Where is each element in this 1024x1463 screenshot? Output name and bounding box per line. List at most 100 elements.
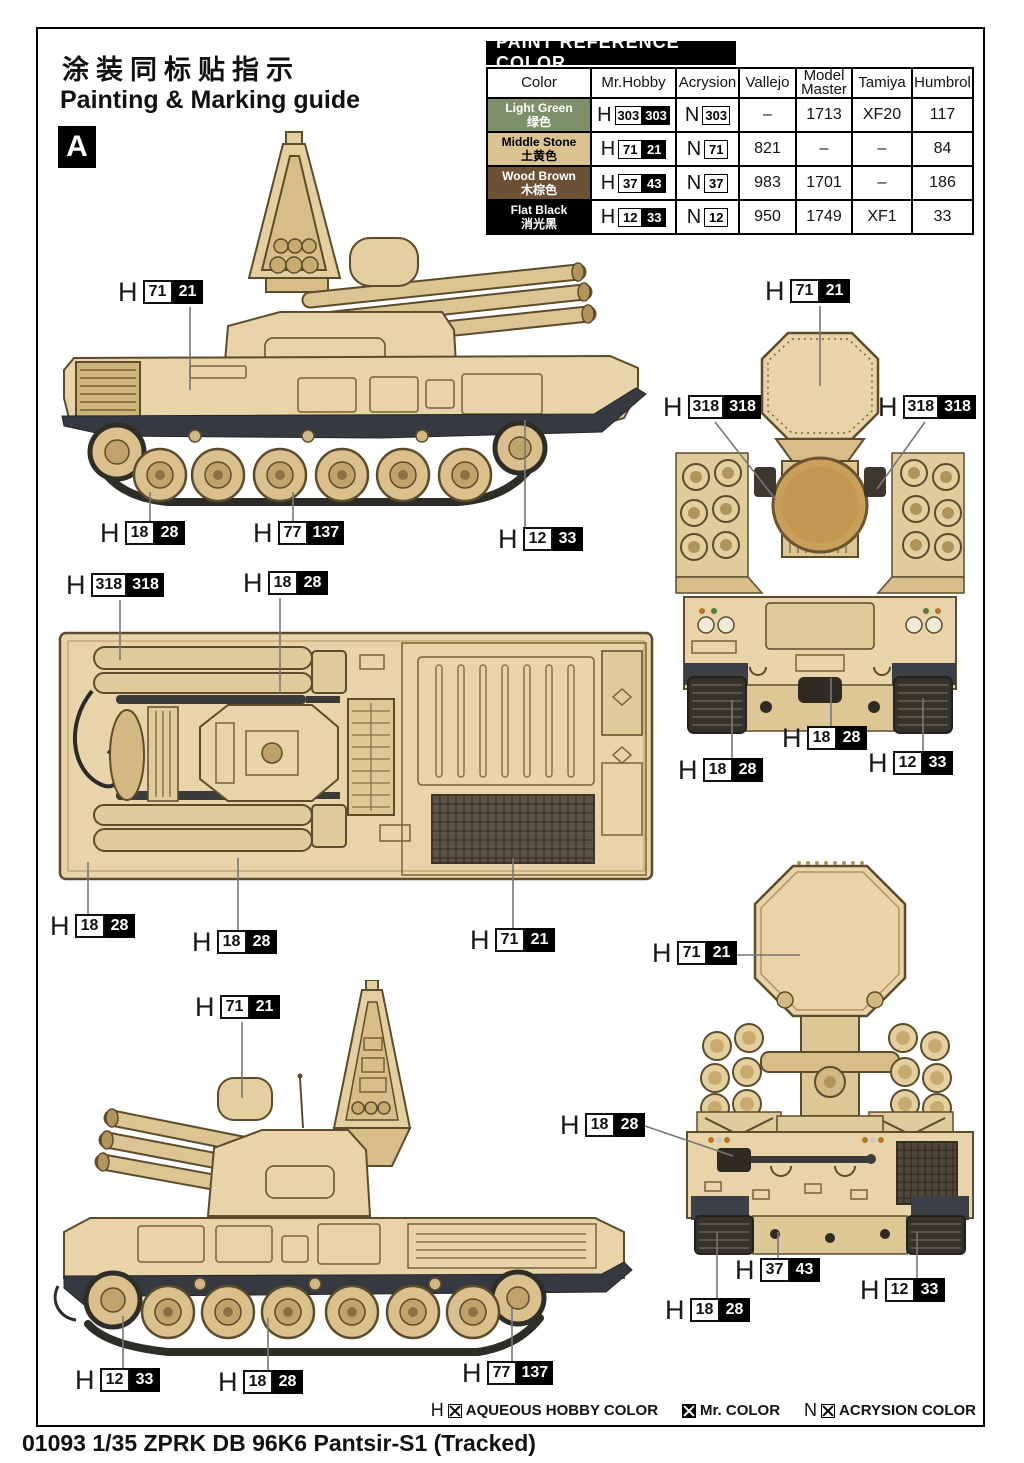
vallejo-code: – xyxy=(738,97,797,133)
callout-prefix: H xyxy=(782,723,802,753)
aqueous-code-box: 318 xyxy=(90,573,128,597)
side-view-top-illustration xyxy=(61,131,647,506)
callout-prefix: H xyxy=(253,518,273,548)
mr-color-code-box: 318 xyxy=(939,395,976,419)
tamiya-code: – xyxy=(851,165,913,201)
column-header-vallejo: Vallejo xyxy=(738,67,797,99)
kit-number-title: 01093 1/35 ZPRK DB 96K6 Pantsir-S1 (Trac… xyxy=(22,1430,536,1456)
callout-prefix: H xyxy=(470,925,490,955)
callout-prefix: H xyxy=(878,392,898,422)
callout-prefix: H xyxy=(75,1365,95,1395)
mr-color-code-box: 21 xyxy=(706,941,737,965)
aqueous-code-box: 318 xyxy=(687,395,725,419)
rear-view-illustration xyxy=(686,861,974,1255)
callout-prefix: H xyxy=(118,277,138,307)
aqueous-code-box: 71 xyxy=(219,995,250,1019)
column-header-acrysion: Acrysion xyxy=(675,67,740,99)
mr-color-code-box: 28 xyxy=(614,1113,645,1137)
page-title-chinese: 涂装同标贴指示 xyxy=(62,55,300,85)
mr-color-code-box: 28 xyxy=(154,521,185,545)
callout-prefix: H xyxy=(868,748,888,778)
tamiya-code: XF20 xyxy=(851,97,913,133)
aqueous-code-box: 71 xyxy=(142,280,173,304)
column-header-tamiya: Tamiya xyxy=(851,67,913,99)
vallejo-code: 950 xyxy=(738,199,797,235)
humbrol-code: 117 xyxy=(911,97,974,133)
section-a-badge: A xyxy=(58,126,96,168)
aqueous-code-box: 18 xyxy=(242,1370,273,1394)
aqueous-code-box: 77 xyxy=(277,521,308,545)
mr-color-code-box: 33 xyxy=(129,1368,160,1392)
callout-prefix: H xyxy=(218,1367,238,1397)
callout-prefix: H xyxy=(678,755,698,785)
aqueous-code-box: 12 xyxy=(892,751,923,775)
color-system-box-icon xyxy=(447,1403,462,1418)
column-header-color: Color xyxy=(486,67,592,99)
mr-color-code-box: 33 xyxy=(914,1278,945,1302)
humbrol-code: 84 xyxy=(911,131,974,167)
color-system-box-icon xyxy=(682,1403,697,1418)
aqueous-code-box: 18 xyxy=(689,1298,720,1322)
aqueous-code-box: 18 xyxy=(124,521,155,545)
page-frame xyxy=(36,27,985,1427)
mr-color-code-box: 28 xyxy=(246,930,277,954)
mr-color-code-box: 28 xyxy=(836,726,867,750)
legend-item-mr-color: Mr. COLOR xyxy=(682,1402,780,1419)
model-master-code: 1701 xyxy=(795,165,853,201)
callout-prefix: H xyxy=(560,1110,580,1140)
model-master-code: 1713 xyxy=(795,97,853,133)
mr-color-code-box: 28 xyxy=(297,571,328,595)
mr-color-code-box: 33 xyxy=(552,527,583,551)
callout-prefix: H xyxy=(462,1358,482,1388)
mr-color-code-box: 318 xyxy=(127,573,164,597)
top-view-illustration xyxy=(58,631,654,881)
callout-prefix: H xyxy=(735,1255,755,1285)
callout-prefix: H xyxy=(50,911,70,941)
tamiya-code: XF1 xyxy=(851,199,913,235)
aqueous-code-box: 18 xyxy=(806,726,837,750)
callout-prefix: H xyxy=(765,276,785,306)
callout-prefix: H xyxy=(665,1295,685,1325)
callout-prefix: H xyxy=(195,992,215,1022)
callout-prefix: H xyxy=(860,1275,880,1305)
vallejo-code: 821 xyxy=(738,131,797,167)
column-header-model-master: Model Master xyxy=(795,67,853,99)
callout-prefix: H xyxy=(498,524,518,554)
mr-color-code-box: 43 xyxy=(789,1258,820,1282)
callout-prefix: H xyxy=(652,938,672,968)
callout-prefix: H xyxy=(66,570,86,600)
humbrol-code: 33 xyxy=(911,199,974,235)
mr-color-code-box: 33 xyxy=(922,751,953,775)
mr-color-code-box: 137 xyxy=(307,521,345,545)
front-view-illustration xyxy=(675,331,965,734)
mr-color-code-box: 21 xyxy=(524,928,555,952)
aqueous-code-box: 18 xyxy=(267,571,298,595)
aqueous-code-box: 71 xyxy=(789,279,820,303)
